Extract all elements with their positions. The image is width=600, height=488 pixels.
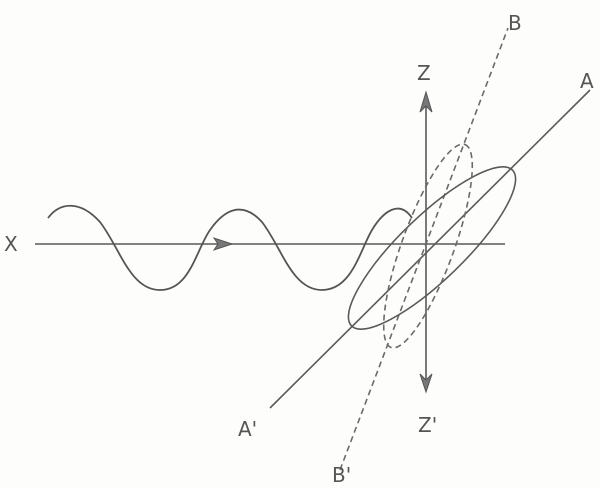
b-axis-line — [339, 27, 509, 471]
z-label: Z — [417, 61, 431, 85]
a-label: A — [580, 69, 594, 93]
a-prime-label: A' — [238, 417, 257, 441]
z-prime-label: Z' — [418, 413, 437, 437]
b-label: B — [508, 11, 522, 35]
x-label: X — [4, 232, 18, 256]
a-ellipse — [347, 166, 517, 330]
wave-path — [47, 204, 413, 291]
b-ellipse — [382, 143, 474, 349]
b-prime-label: B' — [332, 463, 351, 487]
a-axis-line — [269, 89, 591, 409]
propagation-arrow-icon — [212, 237, 234, 251]
z-up-arrow-icon — [419, 90, 433, 113]
z-down-arrow-icon — [419, 373, 433, 394]
